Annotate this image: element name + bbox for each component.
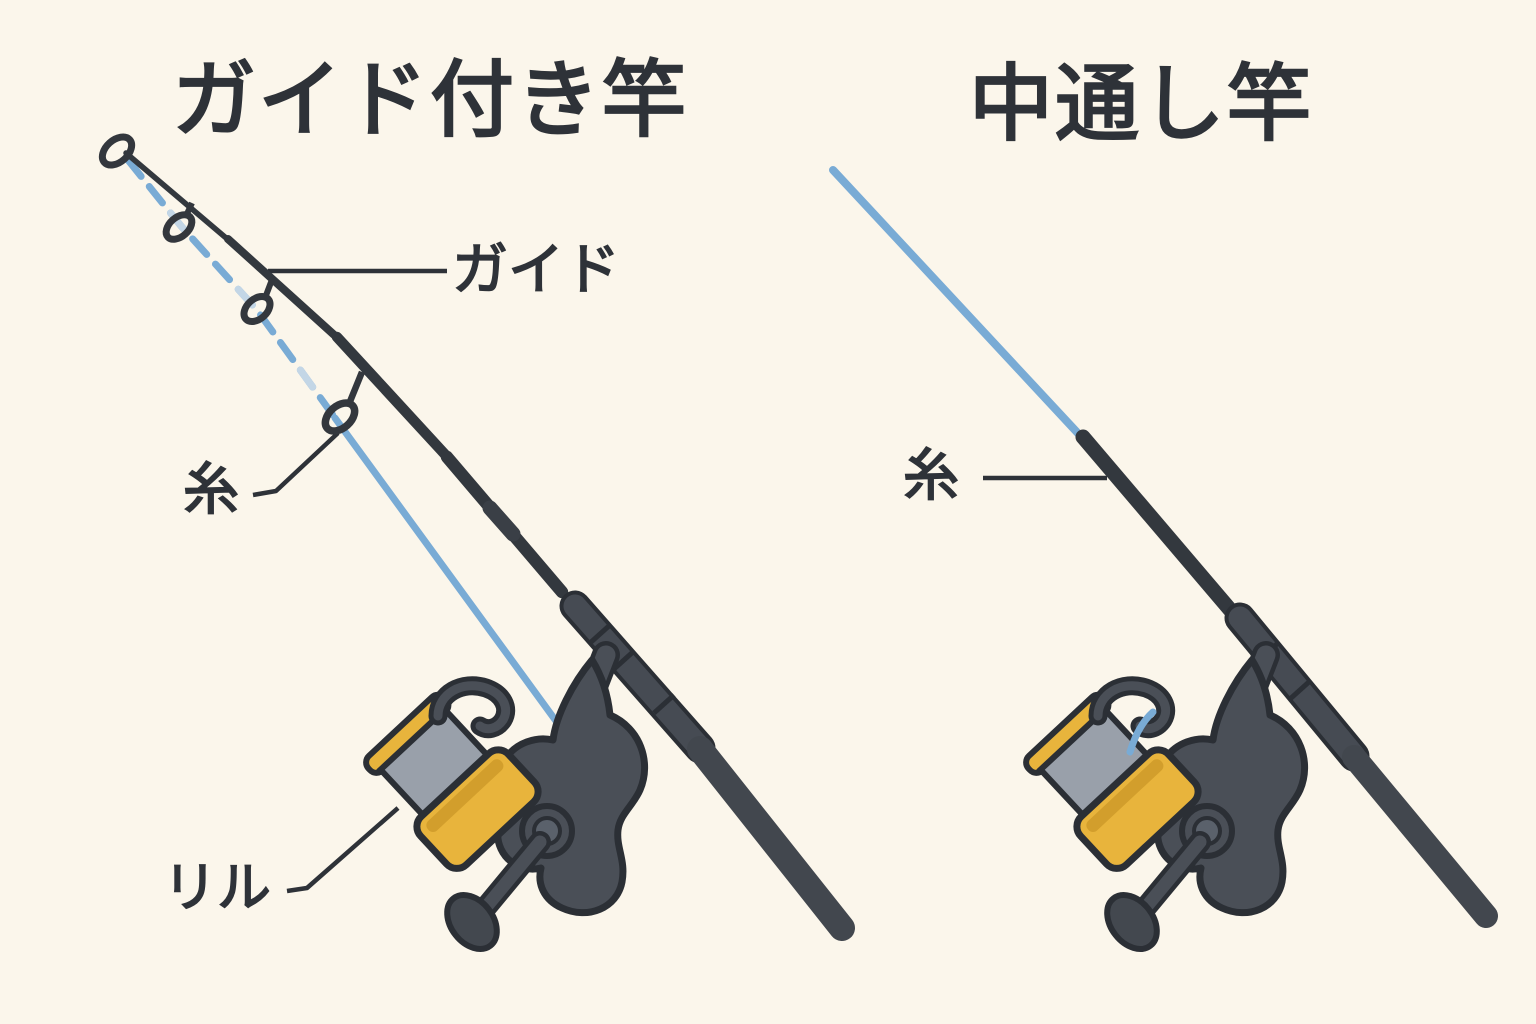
fishing-line-through-tip [829, 166, 1091, 447]
panel-guided-rod [98, 133, 855, 959]
guide-stem [345, 370, 366, 406]
rod-interline [1075, 429, 1498, 928]
fishing-line-dashed [124, 156, 339, 422]
panel-title-guided: ガイド付き竿 [171, 51, 688, 149]
label-line-right: 糸 [903, 444, 959, 509]
guide-ring [240, 293, 274, 325]
fishing-line-into-rod [1126, 708, 1157, 756]
panel-title-interline: 中通し竿 [968, 55, 1313, 153]
reel-leader-line [286, 806, 400, 894]
guide-ring [321, 399, 359, 435]
label-line-left: 糸 [183, 458, 239, 523]
guide-ring [162, 211, 196, 243]
tip-guide-ring [98, 133, 136, 169]
rod-butt [1342, 745, 1498, 928]
fishing-line-solid [331, 414, 576, 747]
rod-guided [123, 150, 855, 941]
rod-ferrule [482, 500, 521, 542]
rod-butt [687, 736, 855, 941]
rod-guides [98, 133, 366, 435]
label-reel: リル [163, 856, 271, 919]
panel-interline-rod [829, 166, 1498, 959]
line-leader-line-left [252, 431, 340, 498]
reel-right [1017, 655, 1305, 959]
reel-seat [1228, 606, 1366, 768]
label-guide: ガイド [452, 238, 620, 303]
reel-left [357, 655, 645, 959]
reel-seat [563, 594, 712, 760]
